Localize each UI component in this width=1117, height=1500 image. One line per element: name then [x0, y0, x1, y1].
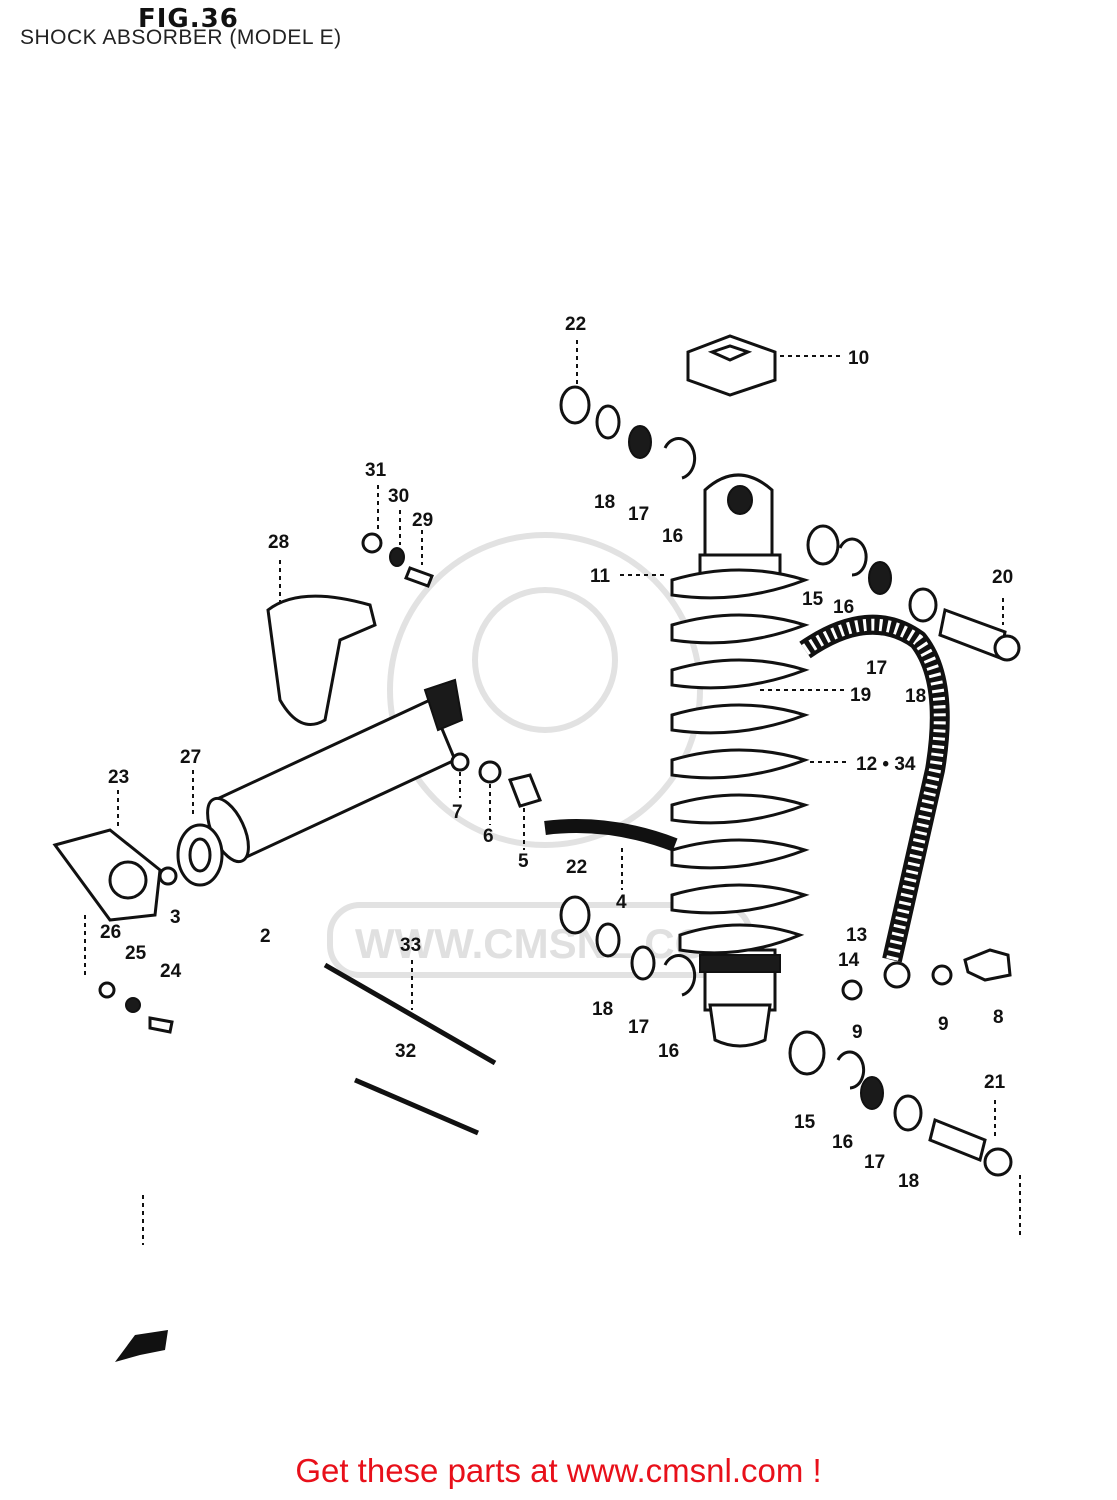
callout-27: 27: [180, 747, 201, 768]
callout-17-right: 17: [866, 658, 887, 679]
rods-32-33: [142, 960, 497, 1245]
hose-end-hardware: [841, 948, 1012, 1001]
callout-4: 4: [616, 892, 627, 913]
callout-30: 30: [388, 486, 409, 507]
callout-11: 11: [590, 566, 611, 587]
hardware-group-left: [52, 485, 434, 1034]
callout-8: 8: [993, 1007, 1004, 1028]
callout-19: 19: [850, 685, 871, 706]
callout-31: 31: [365, 460, 387, 481]
callout-13: 13: [846, 925, 867, 946]
part-11-shock-body: [698, 473, 782, 1048]
callout-22-lower: 22: [566, 857, 587, 878]
right-upper-bushing-stack: [806, 524, 1021, 662]
callout-12-34: 12 • 34: [856, 754, 916, 775]
callout-24: 24: [160, 961, 182, 982]
callout-15-upper: 15: [802, 589, 824, 610]
hardware-group-fittings: [450, 752, 678, 890]
footer-parts-link[interactable]: Get these parts at www.cmsnl.com !: [295, 1452, 822, 1489]
callout-6: 6: [483, 826, 494, 847]
callout-25: 25: [125, 943, 147, 964]
callout-16-lower-right: 16: [832, 1132, 853, 1153]
callout-16-lower: 16: [658, 1041, 679, 1062]
callout-18-right: 18: [905, 686, 926, 707]
callout-26: 26: [100, 922, 121, 943]
callout-16-right: 16: [833, 597, 854, 618]
callout-7: 7: [452, 802, 463, 823]
callout-32: 32: [395, 1041, 416, 1062]
callout-3: 3: [170, 907, 181, 928]
callout-29: 29: [412, 510, 433, 531]
part-10-cap: [686, 334, 842, 397]
callout-9-left: 9: [852, 1022, 863, 1043]
callout-9-right: 9: [938, 1014, 949, 1035]
part-28-bracket: [266, 560, 377, 726]
lower-bushing-stack: [559, 895, 697, 997]
callout-20: 20: [992, 567, 1013, 588]
callout-18-lower: 18: [592, 999, 613, 1020]
part-12-spring: [670, 568, 810, 955]
forward-arrow-icon: [115, 1330, 168, 1362]
callout-33: 33: [400, 935, 421, 956]
figure-number: FIG.36: [138, 4, 239, 34]
watermark-text: WWW.CMSNL.COM: [355, 920, 742, 967]
callout-2: 2: [260, 926, 271, 947]
callout-17-lower: 17: [628, 1017, 649, 1038]
cmsnl-watermark: WWW.CMSNL.COM: [327, 532, 753, 978]
callout-18-upper: 18: [594, 492, 615, 513]
callout-16-upper: 16: [662, 526, 683, 547]
callout-21: 21: [984, 1072, 1006, 1093]
callout-17-upper: 17: [628, 504, 649, 525]
callout-28: 28: [268, 532, 289, 553]
callout-15-lower: 15: [794, 1112, 816, 1133]
callout-5: 5: [518, 851, 529, 872]
callout-22-upper: 22: [565, 314, 586, 335]
part-2-reservoir: [206, 678, 464, 864]
callout-17-lower-right: 17: [864, 1152, 885, 1173]
lower-right-bushing-stack: [788, 1030, 1021, 1235]
callout-18-lower-right: 18: [898, 1171, 919, 1192]
callout-23: 23: [108, 767, 129, 788]
callout-14: 14: [838, 950, 860, 971]
callout-10: 10: [848, 348, 869, 369]
upper-bushing-stack: [559, 340, 697, 480]
figure-title: SHOCK ABSORBER (MODEL E): [20, 26, 342, 49]
